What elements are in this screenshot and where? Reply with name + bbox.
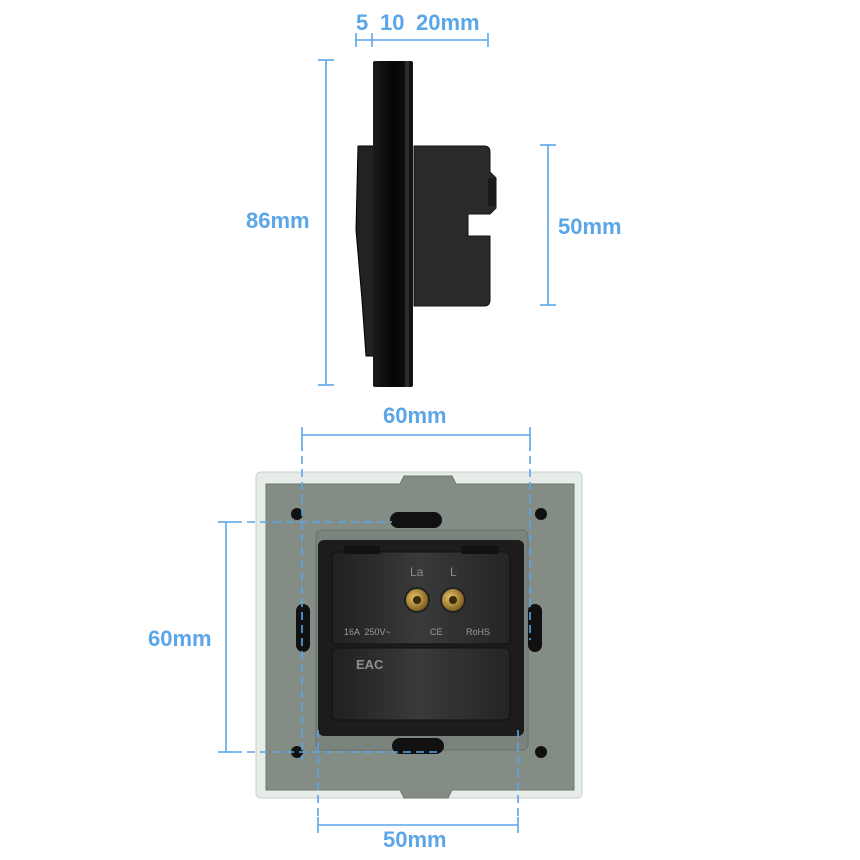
terminal-la-label: La (410, 565, 424, 579)
side-front-mechanism (355, 145, 375, 357)
terminal-la-screw (413, 596, 421, 604)
height-mount-label: 60mm (148, 626, 212, 651)
depth-label-20mm: 20mm (416, 10, 480, 35)
module-clip (344, 546, 380, 554)
side-module-latch (488, 178, 496, 206)
height-total-label: 86mm (246, 208, 310, 233)
mount-slot-right (528, 604, 542, 652)
width-mount-label: 60mm (383, 403, 447, 428)
screw-hole (291, 508, 303, 520)
mount-slot-left (296, 604, 310, 652)
side-view (355, 61, 497, 387)
rohs-marking: RoHS (466, 627, 491, 637)
side-glass-edge (405, 61, 409, 387)
mount-slot-bottom (392, 738, 444, 754)
terminal-l-label: L (450, 565, 457, 579)
module-clip (462, 546, 498, 554)
socket-module-bottom (331, 647, 511, 721)
mount-slot-top (390, 512, 442, 528)
back-dimensions (218, 427, 531, 833)
screw-hole (535, 746, 547, 758)
screw-hole (291, 746, 303, 758)
eac-marking: EAC (356, 657, 384, 672)
ce-marking: CE (430, 627, 443, 637)
back-view (255, 471, 583, 799)
screw-hole (535, 508, 547, 520)
width-module-label: 50mm (383, 827, 447, 852)
side-dimensions (318, 33, 556, 386)
depth-label-10: 10 (380, 10, 405, 35)
side-module-body (413, 145, 497, 307)
height-module-label: 50mm (558, 214, 622, 239)
depth-label-5: 5 (356, 10, 369, 35)
side-glass-panel (373, 61, 413, 387)
rating-marking: 16A 250V~ (344, 627, 391, 637)
terminal-l-screw (449, 596, 457, 604)
